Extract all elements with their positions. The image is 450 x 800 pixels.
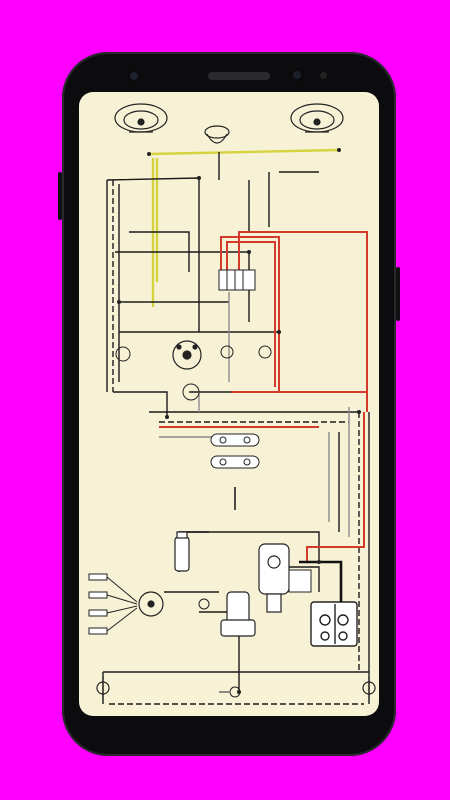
fuse-box	[218, 269, 256, 291]
connector-blocks	[210, 433, 260, 469]
red-wires	[159, 231, 368, 562]
wiring-diagram	[88, 103, 376, 705]
voltage-regulator	[288, 569, 312, 593]
battery-cable	[299, 560, 343, 602]
license-lamp	[219, 686, 241, 698]
sensor-icon	[128, 70, 140, 82]
proximity-sensor-icon	[320, 72, 327, 79]
volume-button	[58, 172, 62, 220]
right-headlamp	[290, 103, 344, 133]
wiring-diagram-screen[interactable]	[79, 92, 379, 716]
gray-wires	[159, 292, 350, 537]
spark-plugs	[88, 573, 138, 635]
ignition-switch	[172, 340, 202, 370]
earpiece-speaker	[208, 72, 270, 80]
left-headlamp	[114, 103, 168, 133]
phone-frame	[58, 52, 400, 756]
ignition-coil	[174, 531, 190, 572]
rear-lamp-left	[96, 677, 110, 698]
black-wire-harness	[102, 152, 370, 705]
starter-motor	[220, 591, 256, 637]
gauge-left	[115, 345, 272, 401]
horn	[204, 125, 230, 144]
front-camera-icon	[290, 68, 304, 82]
power-button	[396, 267, 400, 321]
oil-pressure-switch	[198, 598, 210, 610]
terminal-dots	[117, 148, 361, 694]
rear-lamp-right	[362, 677, 376, 698]
battery	[310, 601, 358, 647]
distributor	[138, 591, 164, 617]
generator	[258, 543, 290, 613]
